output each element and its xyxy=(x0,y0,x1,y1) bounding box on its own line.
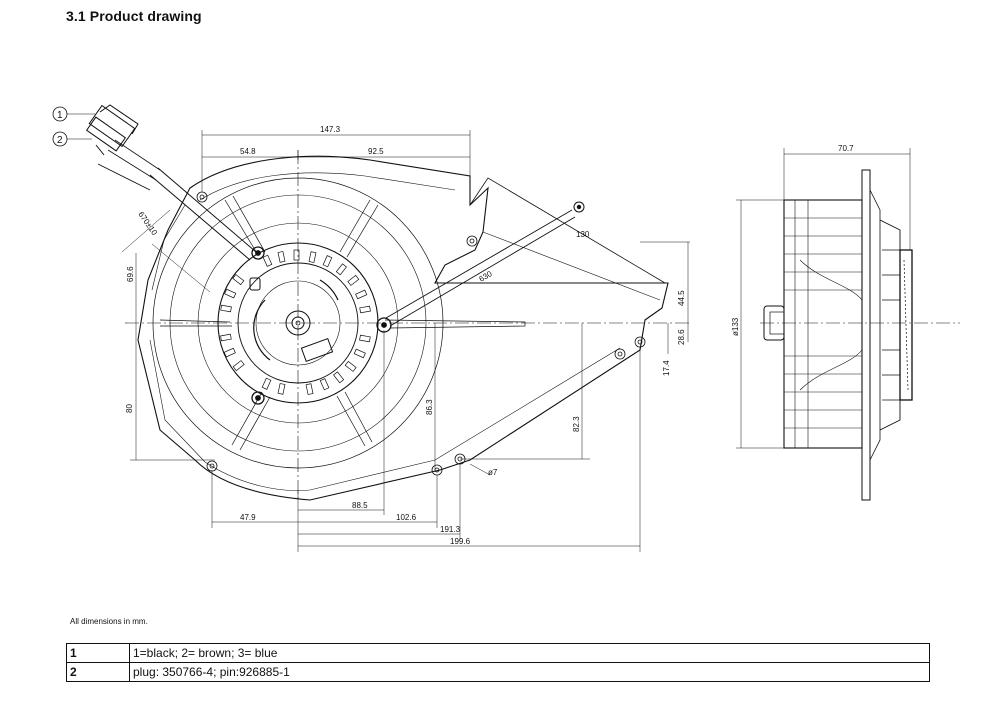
motor-slot-ring xyxy=(220,249,371,395)
mount-hole xyxy=(466,235,478,247)
legend-text-2: plug: 350766-4; pin:926885-1 xyxy=(129,662,930,682)
cable xyxy=(149,167,257,261)
dim-102-6: 102.6 xyxy=(396,513,417,522)
legend-table: 1 1=black; 2= brown; 3= blue 2 plug: 350… xyxy=(66,643,930,682)
dim-69-6: 69.6 xyxy=(126,266,135,282)
side-view: 70.7 ø133 xyxy=(731,144,960,501)
screw xyxy=(251,391,265,405)
mount-hole xyxy=(206,460,218,472)
dim-191-3: 191.3 xyxy=(440,525,461,534)
housing-outline xyxy=(137,155,669,501)
dim-670: 670±10 xyxy=(136,210,159,237)
dim-133: ø133 xyxy=(731,317,740,336)
mount-hole xyxy=(614,348,626,360)
page-title: 3.1 Product drawing xyxy=(66,8,202,24)
dim-88-5: 88.5 xyxy=(352,501,368,510)
mount-hole xyxy=(634,336,646,348)
table-row: 2 plug: 350766-4; pin:926885-1 xyxy=(66,662,930,682)
dim-630: 630 xyxy=(478,269,495,284)
legend-num-2: 2 xyxy=(66,662,130,682)
front-view: 147.3 54.8 92.5 670±10 69.6 130 630 44.5… xyxy=(52,104,690,552)
dim-47-9: 47.9 xyxy=(240,513,256,522)
dim-86-3: 86.3 xyxy=(425,399,434,415)
dim-82-3: 82.3 xyxy=(572,416,581,432)
connector xyxy=(85,104,139,156)
dim-54-8: 54.8 xyxy=(240,147,256,156)
callout-2-label: 2 xyxy=(57,135,63,146)
motor-hub xyxy=(217,242,379,404)
dim-7: ø7 xyxy=(488,468,498,477)
legend-text-1: 1=black; 2= brown; 3= blue xyxy=(129,643,930,663)
dim-44-5: 44.5 xyxy=(677,290,686,306)
table-row: 1 1=black; 2= brown; 3= blue xyxy=(66,643,930,663)
dim-199-6: 199.6 xyxy=(450,537,471,546)
sensor-lead xyxy=(385,209,576,327)
dim-80: 80 xyxy=(125,404,134,413)
dim-147-3: 147.3 xyxy=(320,125,341,134)
dim-17-4: 17.4 xyxy=(662,360,671,376)
callout-1-label: 1 xyxy=(57,110,63,121)
dim-130: 130 xyxy=(576,230,590,239)
screw xyxy=(251,246,265,260)
units-note: All dimensions in mm. xyxy=(70,617,148,626)
dim-92-5: 92.5 xyxy=(368,147,384,156)
legend-num-1: 1 xyxy=(66,643,130,663)
dim-28-6: 28.6 xyxy=(677,329,686,345)
dim-70-7: 70.7 xyxy=(838,144,854,153)
